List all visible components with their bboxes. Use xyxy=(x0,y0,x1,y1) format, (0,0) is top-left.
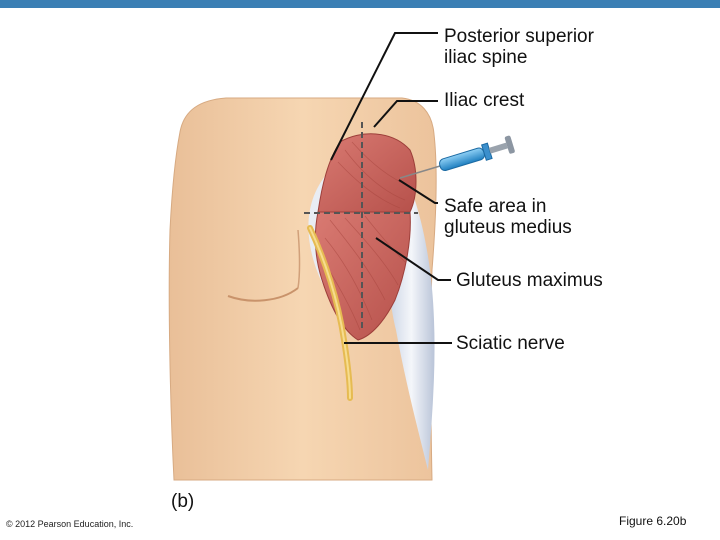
label-iliac-crest: Iliac crest xyxy=(444,90,525,111)
leader-lines xyxy=(330,32,452,344)
copyright-notice: © 2012 Pearson Education, Inc. xyxy=(6,519,134,529)
syringe-icon xyxy=(399,135,515,179)
intergluteal-cleft xyxy=(297,229,301,289)
gluteus-medius xyxy=(317,133,417,213)
top-accent-bar xyxy=(0,0,720,8)
label-sciatic-nerve: Sciatic nerve xyxy=(456,333,565,354)
figure-number: Figure 6.20b xyxy=(619,514,687,528)
gluteal-fold xyxy=(227,287,299,302)
muscle-fibers xyxy=(321,141,411,331)
panel-label: (b) xyxy=(171,491,195,512)
label-gluteus-maximus: Gluteus maximus xyxy=(456,270,603,291)
label-posterior-superior-iliac-spine: Posterior superior iliac spine xyxy=(444,26,594,68)
label-safe-area-gluteus-medius: Safe area in gluteus medius xyxy=(444,196,572,238)
